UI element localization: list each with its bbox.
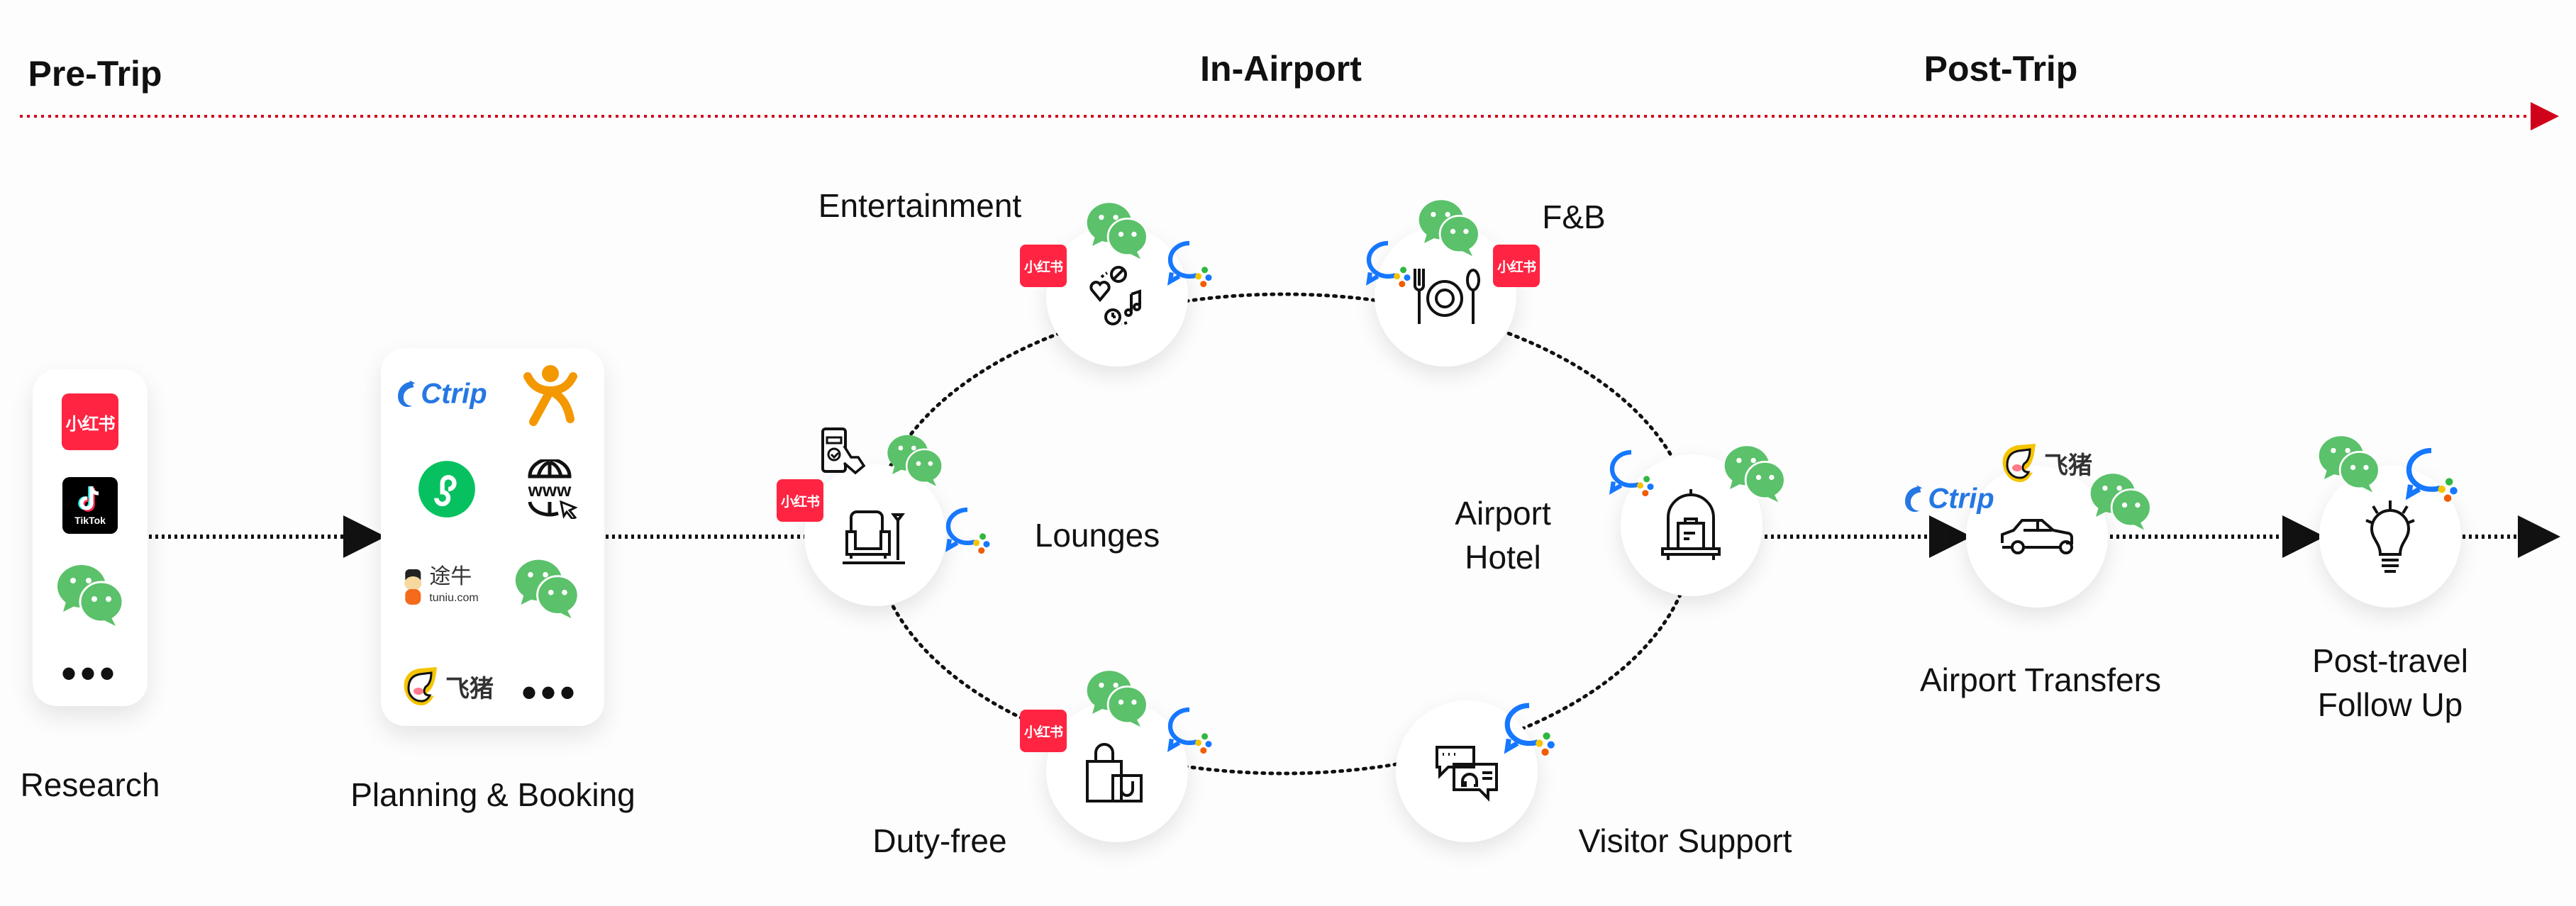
fnb-label: F&B bbox=[1542, 198, 1606, 235]
more-dots: ••• bbox=[61, 649, 119, 697]
hotel-label-line1: Airport bbox=[1455, 495, 1551, 532]
entertainment-icon bbox=[1089, 266, 1141, 325]
fnb-node bbox=[1375, 225, 1516, 367]
transfers-node bbox=[1966, 466, 2108, 608]
xiaohongshu-logo: 小红书 bbox=[1493, 245, 1540, 287]
wechat-logo bbox=[2088, 471, 2153, 530]
post-travel-label-line1: Post-travel bbox=[2312, 642, 2468, 679]
dingtalk-logo bbox=[2402, 443, 2461, 503]
wechat-logo bbox=[513, 557, 581, 619]
dingtalk-logo bbox=[1164, 237, 1215, 288]
xiaohongshu-logo: 小红书 bbox=[1020, 710, 1067, 752]
lounges-label: Lounges bbox=[1034, 517, 1160, 554]
tiktok-logo: TikTok bbox=[62, 477, 118, 534]
wechat-logo bbox=[1416, 198, 1482, 257]
research-label: Research bbox=[20, 766, 160, 803]
orange-person-logo bbox=[522, 362, 579, 426]
armchair-icon bbox=[843, 510, 905, 564]
dingtalk-logo bbox=[1164, 703, 1215, 754]
luggage-cart-icon bbox=[1661, 489, 1721, 560]
support-chat-icon bbox=[1436, 746, 1498, 802]
phase-pre-trip: Pre-Trip bbox=[28, 54, 162, 94]
planning-label: Planning & Booking bbox=[350, 776, 635, 813]
wechat-logo bbox=[1722, 444, 1787, 503]
fliggy-logo: 飞猪 bbox=[400, 664, 494, 708]
mobile-checkin-icon bbox=[818, 426, 874, 477]
duty-free-node bbox=[1046, 700, 1188, 842]
transfers-label: Airport Transfers bbox=[1920, 661, 2161, 698]
lightbulb-icon bbox=[2365, 500, 2415, 573]
dingtalk-logo bbox=[1362, 237, 1414, 288]
wechat-logo bbox=[1084, 201, 1150, 259]
ctrip-logo: Ctrip bbox=[1899, 483, 1994, 515]
svg-text:www: www bbox=[528, 479, 572, 500]
xiaohongshu-logo: 小红书 bbox=[777, 479, 823, 522]
xiaohongshu-logo: 小红书 bbox=[1020, 245, 1067, 287]
fliggy-logo: 飞猪 bbox=[1999, 441, 2092, 485]
phase-in-airport: In-Airport bbox=[1200, 49, 1362, 89]
mini-program-logo bbox=[417, 459, 477, 519]
entertainment-label: Entertainment bbox=[818, 187, 1022, 224]
hotel-label-line2: Hotel bbox=[1465, 539, 1541, 576]
dingtalk-logo bbox=[1606, 446, 1657, 497]
post-travel-label-line2: Follow Up bbox=[2317, 686, 2463, 723]
dining-icon bbox=[1414, 269, 1480, 324]
lounges-node bbox=[804, 464, 946, 606]
in-airport-loop bbox=[872, 292, 1696, 776]
dingtalk-logo bbox=[1500, 698, 1558, 756]
dingtalk-logo bbox=[942, 503, 993, 554]
visitor-support-node bbox=[1396, 700, 1538, 842]
wechat-logo bbox=[1084, 669, 1150, 727]
shopping-bags-icon bbox=[1086, 743, 1143, 802]
visitor-support-label: Visitor Support bbox=[1578, 822, 1792, 859]
xiaohongshu-logo: 小红书 bbox=[62, 393, 118, 450]
duty-free-label: Duty-free bbox=[872, 822, 1007, 859]
wechat-logo bbox=[885, 432, 945, 486]
wechat-logo bbox=[2316, 434, 2382, 493]
more-dots: ••• bbox=[521, 669, 579, 716]
www-globe-icon: www bbox=[518, 459, 582, 519]
wechat-logo bbox=[55, 562, 126, 626]
phase-post-trip: Post-Trip bbox=[1923, 49, 2078, 89]
car-icon bbox=[2001, 519, 2073, 554]
ctrip-logo: Ctrip bbox=[392, 379, 487, 410]
